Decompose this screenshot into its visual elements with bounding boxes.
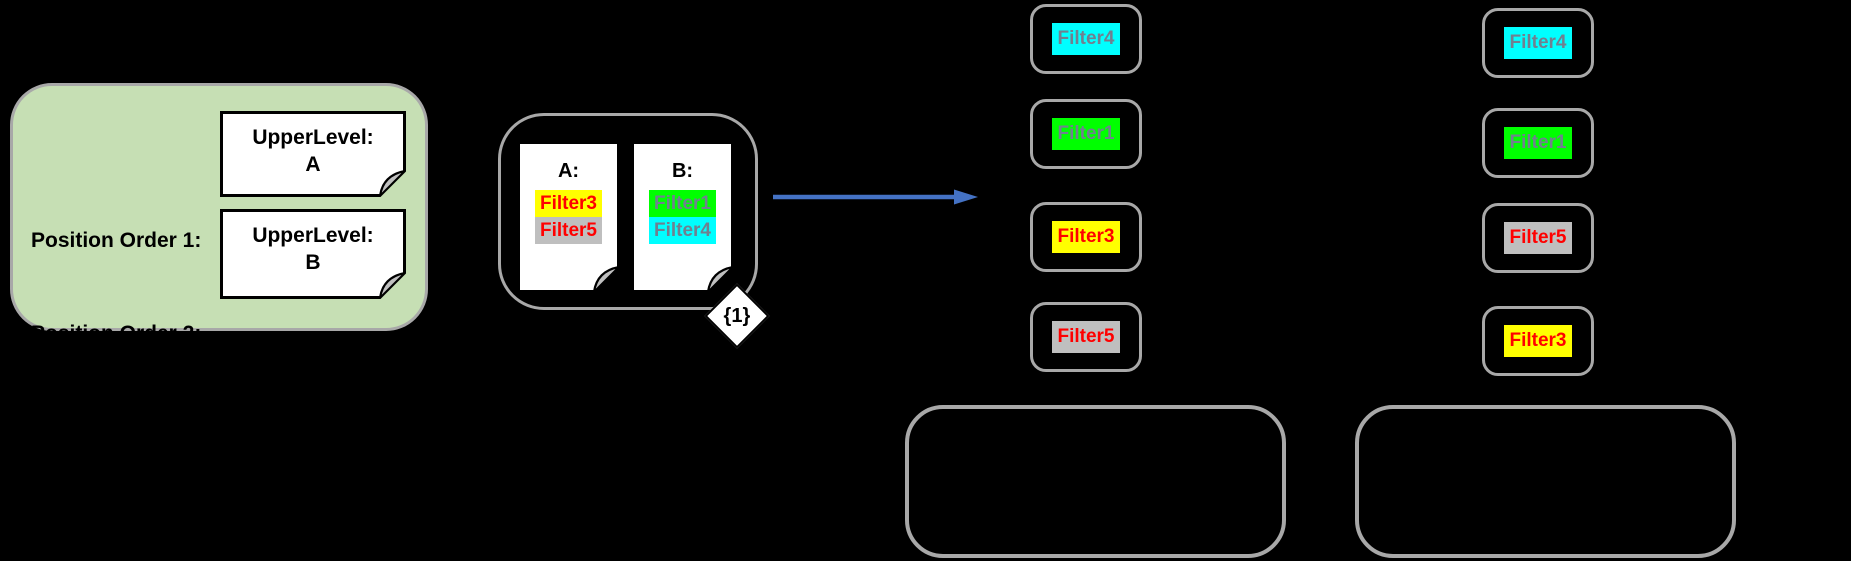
result-container-2 [1355, 405, 1736, 558]
filter-chip: Filter5 [1504, 222, 1572, 254]
filter-chip: Filter4 [1504, 27, 1572, 59]
filter-chip: Filter3 [1052, 221, 1120, 253]
result1-filter-box: Filter4 [1030, 4, 1142, 74]
group-note-b-title: B: [671, 160, 694, 182]
group-note-b: B: Filter1 Filter4 [632, 142, 734, 293]
group-note-b-chips: Filter1 Filter4 [634, 190, 731, 244]
right-arrow-icon [773, 189, 978, 205]
note-line-2: B [305, 251, 321, 274]
filter-chip: Filter1 [1504, 127, 1572, 159]
result2-filter-box: Filter1 [1482, 108, 1594, 178]
upperlevel-b-note: UpperLevel: B [220, 209, 406, 299]
result1-filter-box: Filter1 [1030, 99, 1142, 169]
group-note-a-chips: Filter3 Filter5 [520, 190, 617, 244]
result1-filter-box: Filter3 [1030, 202, 1142, 272]
note-line-1: UpperLevel: [252, 224, 374, 247]
filter-chip: Filter4 [649, 217, 716, 244]
filter-chip: Filter4 [1052, 23, 1120, 55]
folded-corner-icon [379, 272, 406, 299]
note-line-1: UpperLevel: [252, 126, 374, 149]
upperlevel-b-note-text: UpperLevel: B [223, 222, 403, 276]
upperlevel-a-note: UpperLevel: A [220, 111, 406, 197]
result1-filter-box: Filter5 [1030, 302, 1142, 372]
folded-corner-icon [593, 266, 620, 293]
result-container-1 [905, 405, 1286, 558]
folded-corner-icon [707, 266, 734, 293]
upperlevel-a-note-text: UpperLevel: A [223, 124, 403, 178]
filter-chip: Filter5 [535, 217, 602, 244]
result2-filter-box: Filter4 [1482, 8, 1594, 78]
folded-corner-icon [379, 170, 406, 197]
filter-chip: Filter1 [1052, 118, 1120, 150]
group-note-a-title: A: [557, 160, 580, 182]
filter-chip: Filter5 [1052, 321, 1120, 353]
position-order-2-label: Position Order 2: [31, 322, 202, 345]
result2-filter-box: Filter3 [1482, 306, 1594, 376]
multiplicity-badge-label: {1} [723, 304, 751, 327]
filter-chip: Filter3 [535, 190, 602, 217]
group-note-a: A: Filter3 Filter5 [518, 142, 620, 293]
position-order-1-label: Position Order 1: [31, 229, 202, 252]
note-line-2: A [305, 153, 321, 176]
filter-chip: Filter1 [649, 190, 716, 217]
filter-chip: Filter3 [1504, 325, 1572, 357]
result2-filter-box: Filter5 [1482, 203, 1594, 273]
